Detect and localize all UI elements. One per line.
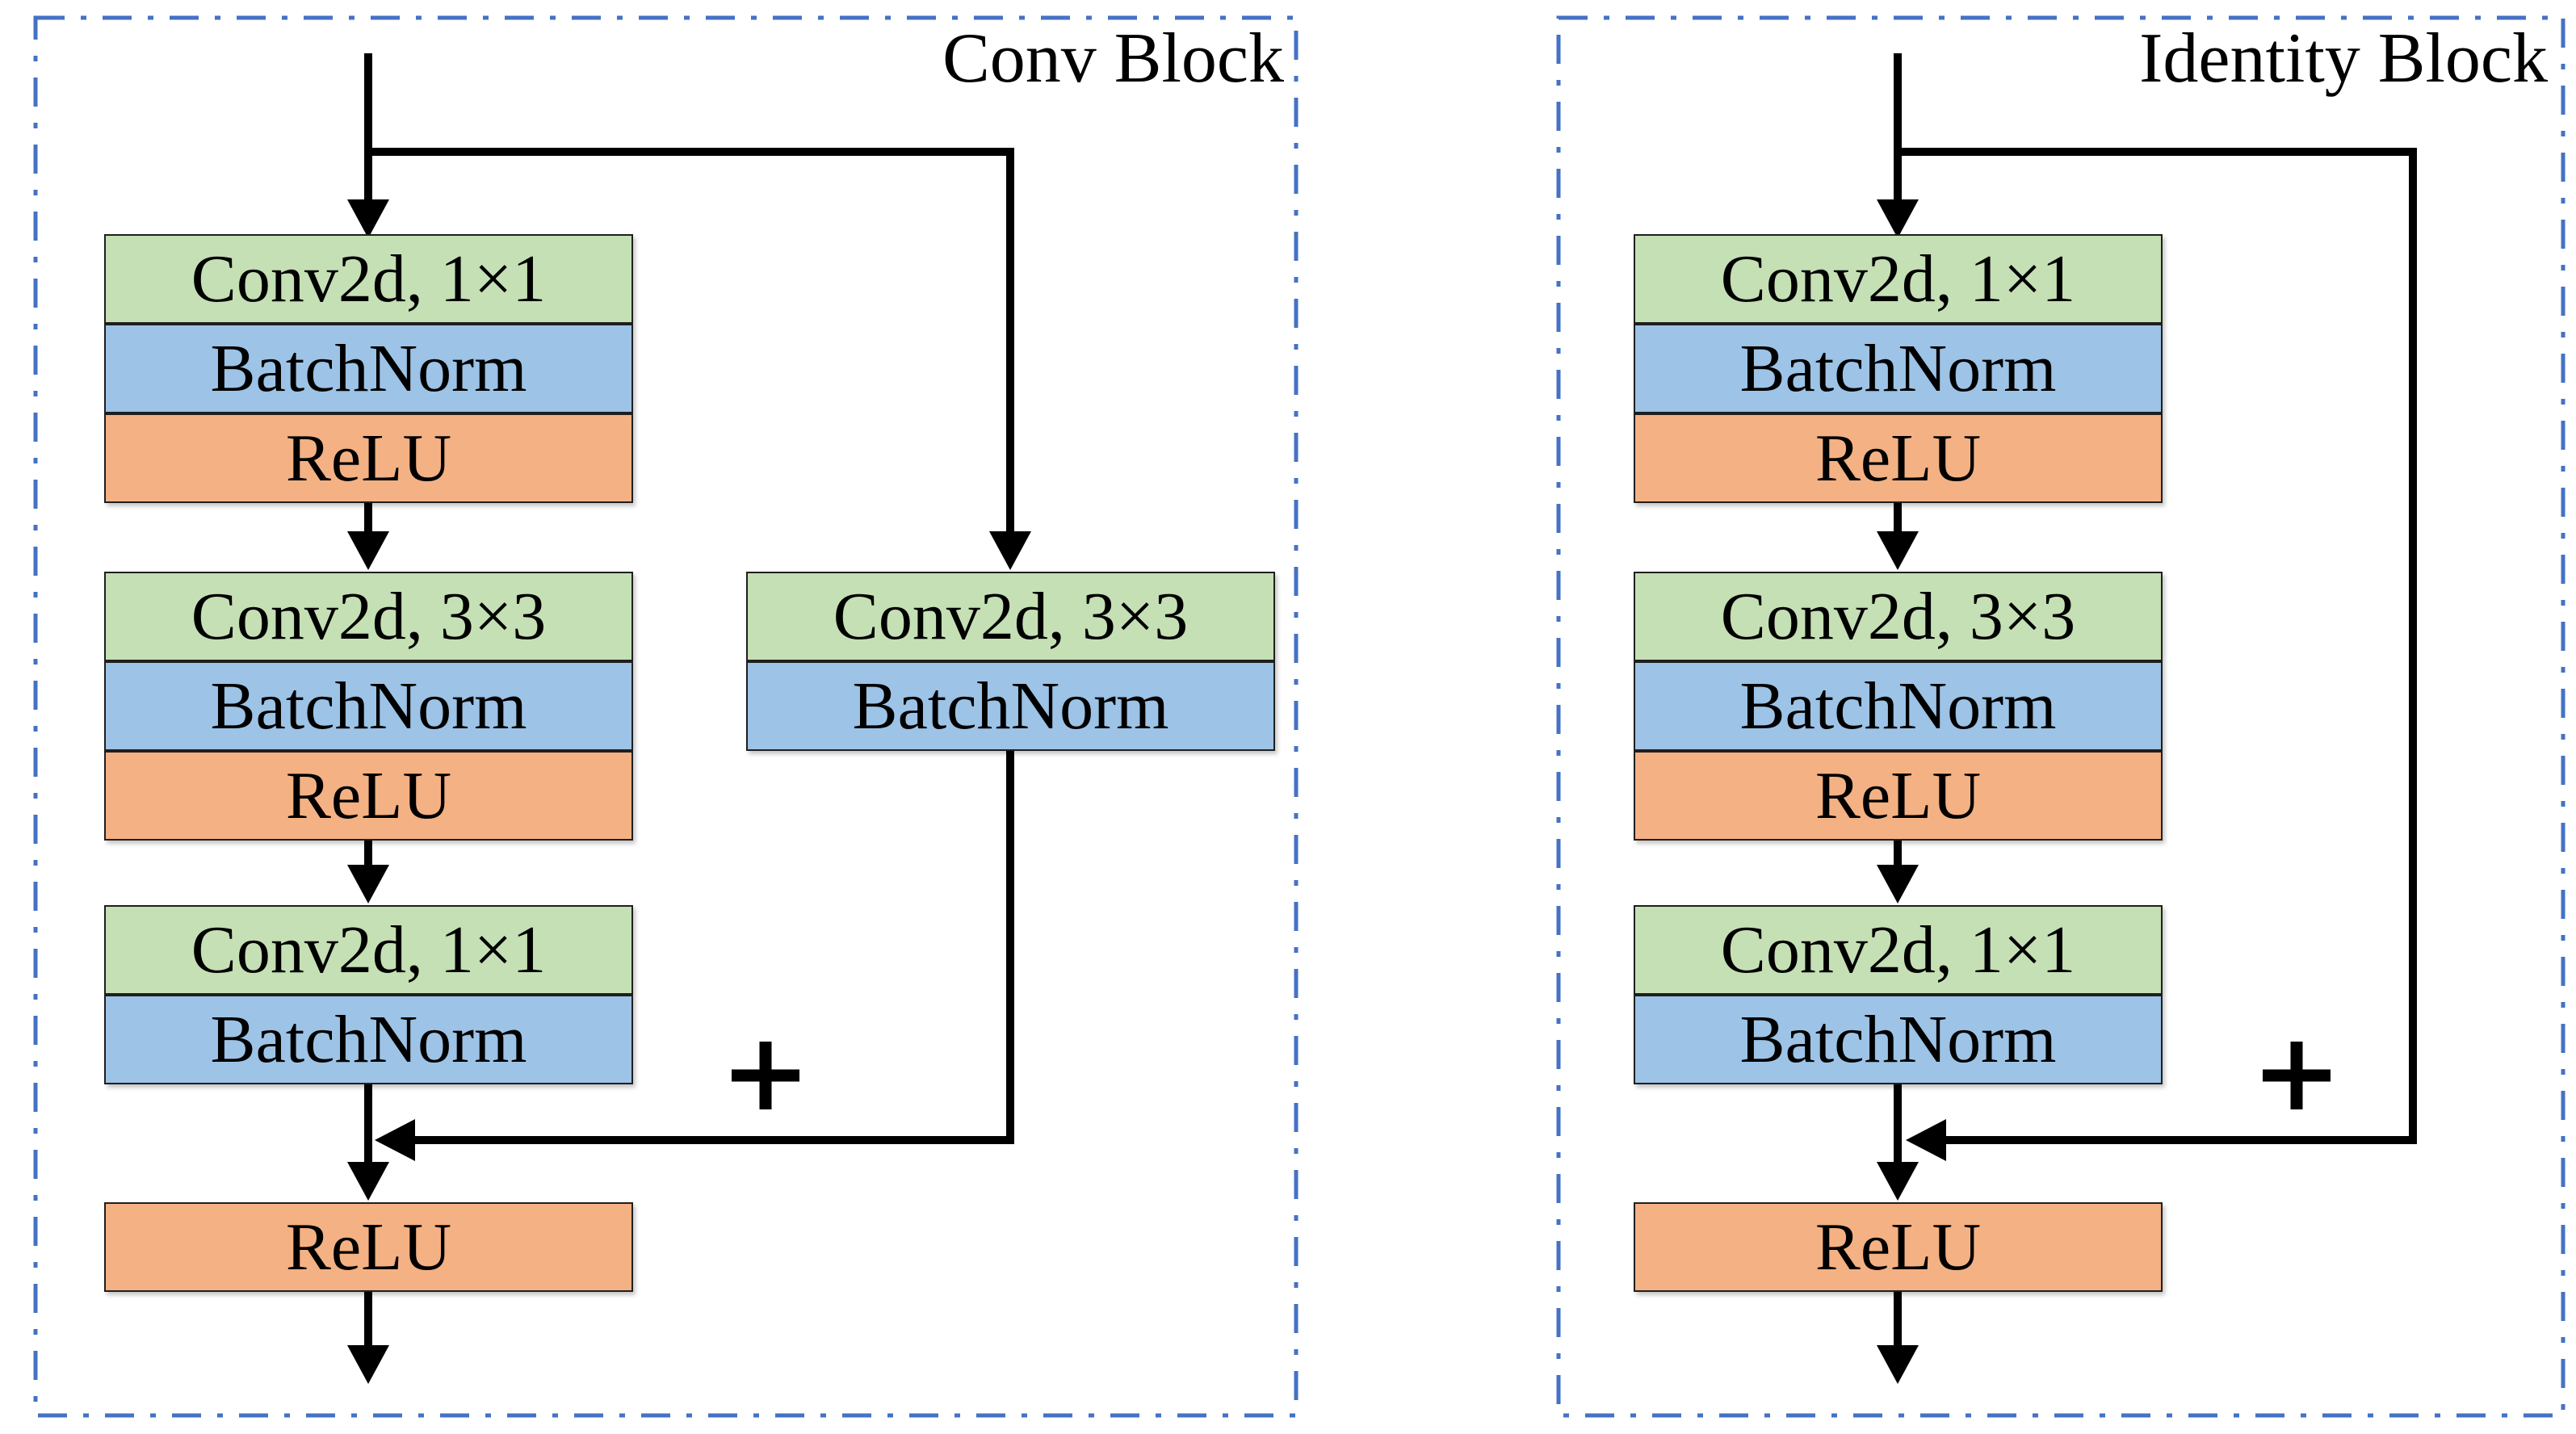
layer-box-conv: Conv2d, 3×3	[1634, 572, 2163, 661]
merge-plus-icon	[2263, 1042, 2331, 1109]
arrowhead-icon	[989, 531, 1031, 570]
layer-box-batchnorm: BatchNorm	[1634, 661, 2163, 751]
layer-label: BatchNorm	[210, 668, 527, 744]
layer-box-conv: Conv2d, 1×1	[104, 905, 633, 995]
arrowhead-icon	[1877, 1345, 1919, 1384]
arrowhead-icon	[347, 199, 389, 238]
layer-box-conv: Conv2d, 3×3	[104, 572, 633, 661]
identity-block-arrows	[1877, 53, 2417, 1384]
layer-label: Conv2d, 3×3	[833, 578, 1189, 654]
layer-box-batchnorm: BatchNorm	[104, 661, 633, 751]
shortcut-merge-line	[415, 748, 1014, 1144]
merge-plus-icon	[732, 1042, 799, 1109]
layer-box-relu: ReLU	[1634, 413, 2163, 503]
layer-label: Conv2d, 3×3	[1720, 578, 2076, 654]
arrowhead-icon	[1877, 1162, 1919, 1201]
output-layer-box-relu: ReLU	[1634, 1202, 2163, 1292]
arrowhead-icon	[1877, 199, 1919, 238]
arrowhead-icon	[347, 1345, 389, 1384]
identity-block-title: Identity Block	[2139, 19, 2548, 98]
shortcut-layer-box-conv: Conv2d, 3×3	[746, 572, 1275, 661]
output-layer-box-relu: ReLU	[104, 1202, 633, 1292]
layer-box-batchnorm: BatchNorm	[104, 324, 633, 413]
layer-label: ReLU	[1815, 1209, 1982, 1285]
layer-label: ReLU	[1815, 420, 1982, 496]
layer-box-conv: Conv2d, 1×1	[1634, 905, 2163, 995]
layer-label: ReLU	[285, 1209, 452, 1285]
conv-block-frame	[33, 15, 1298, 1418]
layer-box-batchnorm: BatchNorm	[1634, 324, 2163, 413]
layer-label: BatchNorm	[210, 330, 527, 406]
layer-box-batchnorm: BatchNorm	[104, 995, 633, 1084]
arrowhead-icon	[1877, 865, 1919, 904]
shortcut-layer-box-batchnorm: BatchNorm	[746, 661, 1275, 751]
conv-block-arrows	[347, 53, 1031, 1384]
layer-box-conv: Conv2d, 1×1	[104, 234, 633, 324]
layer-box-relu: ReLU	[1634, 751, 2163, 841]
layer-label: Conv2d, 1×1	[1720, 912, 2076, 987]
identity-shortcut-line	[1898, 148, 2417, 1144]
layer-box-relu: ReLU	[104, 751, 633, 841]
identity-block-frame	[1556, 15, 2566, 1418]
layer-label: BatchNorm	[1739, 1001, 2057, 1077]
layer-box-batchnorm: BatchNorm	[1634, 995, 2163, 1084]
layer-label: Conv2d, 1×1	[191, 241, 547, 317]
arrowhead-icon	[347, 531, 389, 570]
layer-label: Conv2d, 1×1	[191, 912, 547, 987]
layer-box-conv: Conv2d, 1×1	[1634, 234, 2163, 324]
layer-label: Conv2d, 3×3	[191, 578, 547, 654]
layer-label: Conv2d, 1×1	[1720, 241, 2076, 317]
shortcut-branch-line	[368, 148, 1014, 533]
layer-label: BatchNorm	[1739, 330, 2057, 406]
arrowhead-icon	[375, 1119, 415, 1161]
layer-label: BatchNorm	[852, 668, 1169, 744]
layer-label: ReLU	[285, 757, 452, 833]
layer-label: BatchNorm	[210, 1001, 527, 1077]
arrowhead-icon	[1877, 531, 1919, 570]
layer-label: ReLU	[1815, 757, 1982, 833]
arrowhead-icon	[1906, 1119, 1946, 1161]
layer-label: ReLU	[285, 420, 452, 496]
arrowhead-icon	[347, 1162, 389, 1201]
arrowhead-icon	[347, 865, 389, 904]
layer-label: BatchNorm	[1739, 668, 2057, 744]
conv-block-title: Conv Block	[942, 19, 1284, 98]
layer-box-relu: ReLU	[104, 413, 633, 503]
